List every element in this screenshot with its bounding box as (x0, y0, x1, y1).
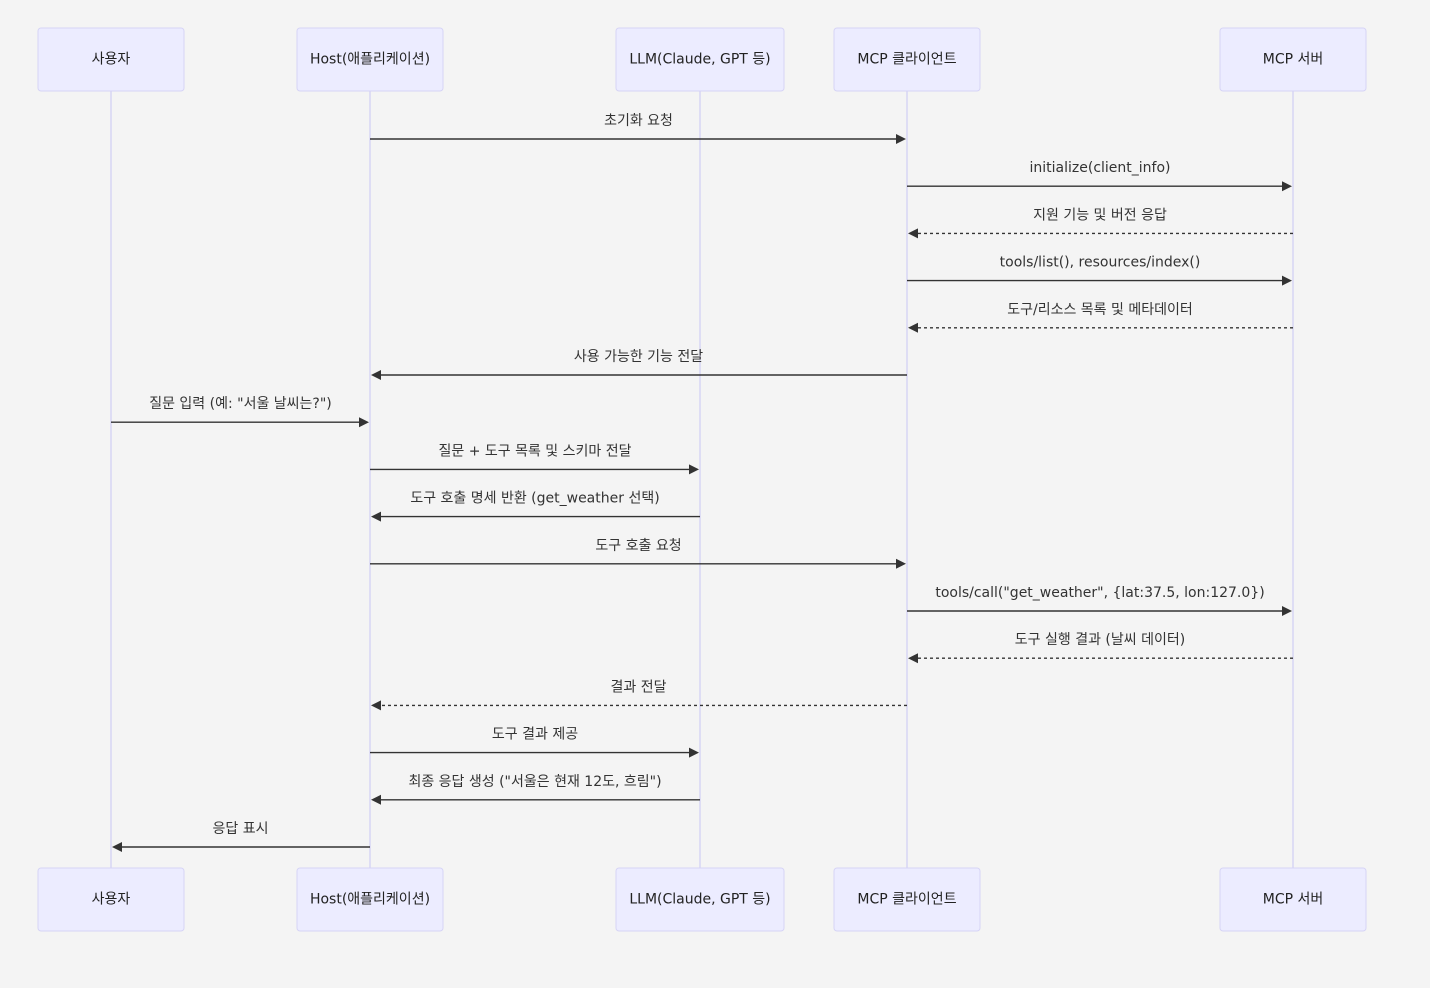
actor-box (1219, 867, 1367, 932)
message-label: 최종 응답 생성 ("서울은 현재 12도, 흐림") (408, 774, 661, 790)
actor-box (615, 867, 785, 932)
actor-user-top: 사용자 (37, 27, 185, 92)
actor-label: Host(애플리케이션) (310, 52, 430, 68)
actor-label: MCP 서버 (1263, 892, 1324, 908)
arrowhead (371, 511, 381, 522)
message-label: 도구 호출 명세 반환 (get_weather 선택) (410, 491, 659, 507)
message: initialize(client_info) (907, 160, 1292, 192)
message: 초기화 요청 (370, 113, 906, 144)
message-label: tools/list(), resources/index() (1000, 255, 1201, 271)
actor-box (296, 27, 444, 92)
messages: 초기화 요청 initialize(client_info) 지원 기능 및 버전 … (111, 113, 1293, 852)
arrowhead (908, 322, 918, 333)
message: 도구 결과 제공 (370, 727, 699, 758)
actor-llm-bottom: LLM(Claude, GPT 등) (615, 867, 785, 932)
message-label: 결과 전달 (611, 679, 667, 695)
actor-box (37, 27, 185, 92)
actor-box (833, 867, 981, 932)
message-label: initialize(client_info) (1030, 160, 1171, 176)
message-label: 사용 가능한 기능 전달 (574, 349, 703, 365)
message-label: 질문 입력 (예: "서울 날씨는?") (149, 396, 332, 412)
actor-server-bottom: MCP 서버 (1219, 867, 1367, 932)
message-label: 도구 호출 요청 (595, 538, 681, 554)
arrowhead (1282, 606, 1292, 616)
message: 질문 입력 (예: "서울 날씨는?") (111, 396, 369, 428)
message-label: 질문 + 도구 목록 및 스키마 전달 (439, 443, 632, 459)
arrowhead (896, 558, 906, 569)
arrowhead (689, 747, 699, 758)
arrowhead (1282, 181, 1292, 192)
message-label: 도구/리소스 목록 및 메타데이터 (1007, 302, 1193, 318)
actor-box (1219, 27, 1367, 92)
message-label: 초기화 요청 (604, 113, 673, 129)
actor-label: MCP 클라이언트 (857, 892, 956, 908)
message: 응답 표시 (112, 821, 370, 852)
actor-box (37, 867, 185, 932)
actor-user-bottom: 사용자 (37, 867, 185, 932)
actor-label: MCP 서버 (1263, 52, 1324, 68)
arrowhead (1282, 275, 1292, 286)
message: 도구 호출 요청 (370, 538, 906, 569)
lifelines (110, 91, 1294, 868)
actors-top: 사용자 Host(애플리케이션) LLM(Claude, GPT 등) MCP 클라이… (37, 27, 1367, 92)
message: tools/call("get_weather", {lat:37.5, lon… (907, 585, 1292, 616)
message-label: 지원 기능 및 버전 응답 (1033, 207, 1167, 223)
actor-box (296, 867, 444, 932)
arrowhead (908, 228, 918, 239)
message: 도구 호출 명세 반환 (get_weather 선택) (371, 491, 700, 522)
actor-label: LLM(Claude, GPT 등) (629, 892, 770, 908)
actor-box (833, 27, 981, 92)
actor-label: LLM(Claude, GPT 등) (629, 52, 770, 68)
arrowhead (371, 794, 381, 805)
message-label: 응답 표시 (213, 821, 269, 837)
actor-host-top: Host(애플리케이션) (296, 27, 444, 92)
message: 지원 기능 및 버전 응답 (908, 207, 1293, 239)
actor-label: Host(애플리케이션) (310, 892, 430, 908)
actor-label: MCP 클라이언트 (857, 52, 956, 68)
message-label: tools/call("get_weather", {lat:37.5, lon… (935, 585, 1264, 601)
actor-client-top: MCP 클라이언트 (833, 27, 981, 92)
actor-client-bottom: MCP 클라이언트 (833, 867, 981, 932)
actor-host-bottom: Host(애플리케이션) (296, 867, 444, 932)
message-label: 도구 결과 제공 (492, 727, 578, 743)
message-label: 도구 실행 결과 (날씨 데이터) (1015, 632, 1185, 648)
actor-label: 사용자 (92, 52, 131, 68)
message: 결과 전달 (371, 679, 907, 711)
arrowhead (896, 134, 906, 144)
message: tools/list(), resources/index() (907, 255, 1292, 286)
message: 사용 가능한 기능 전달 (371, 349, 907, 380)
message: 도구 실행 결과 (날씨 데이터) (908, 632, 1293, 664)
arrowhead (371, 700, 381, 711)
arrowhead (908, 653, 918, 664)
message: 최종 응답 생성 ("서울은 현재 12도, 흐림") (371, 774, 700, 805)
actor-server-top: MCP 서버 (1219, 27, 1367, 92)
arrowhead (371, 370, 381, 380)
message: 도구/리소스 목록 및 메타데이터 (908, 302, 1293, 333)
actors-bottom: 사용자 Host(애플리케이션) LLM(Claude, GPT 등) MCP 클라이… (37, 867, 1367, 932)
arrowhead (112, 842, 122, 852)
message: 질문 + 도구 목록 및 스키마 전달 (370, 443, 699, 475)
actor-box (615, 27, 785, 92)
actor-llm-top: LLM(Claude, GPT 등) (615, 27, 785, 92)
actor-label: 사용자 (92, 892, 131, 908)
arrowhead (359, 417, 369, 428)
arrowhead (689, 464, 699, 475)
